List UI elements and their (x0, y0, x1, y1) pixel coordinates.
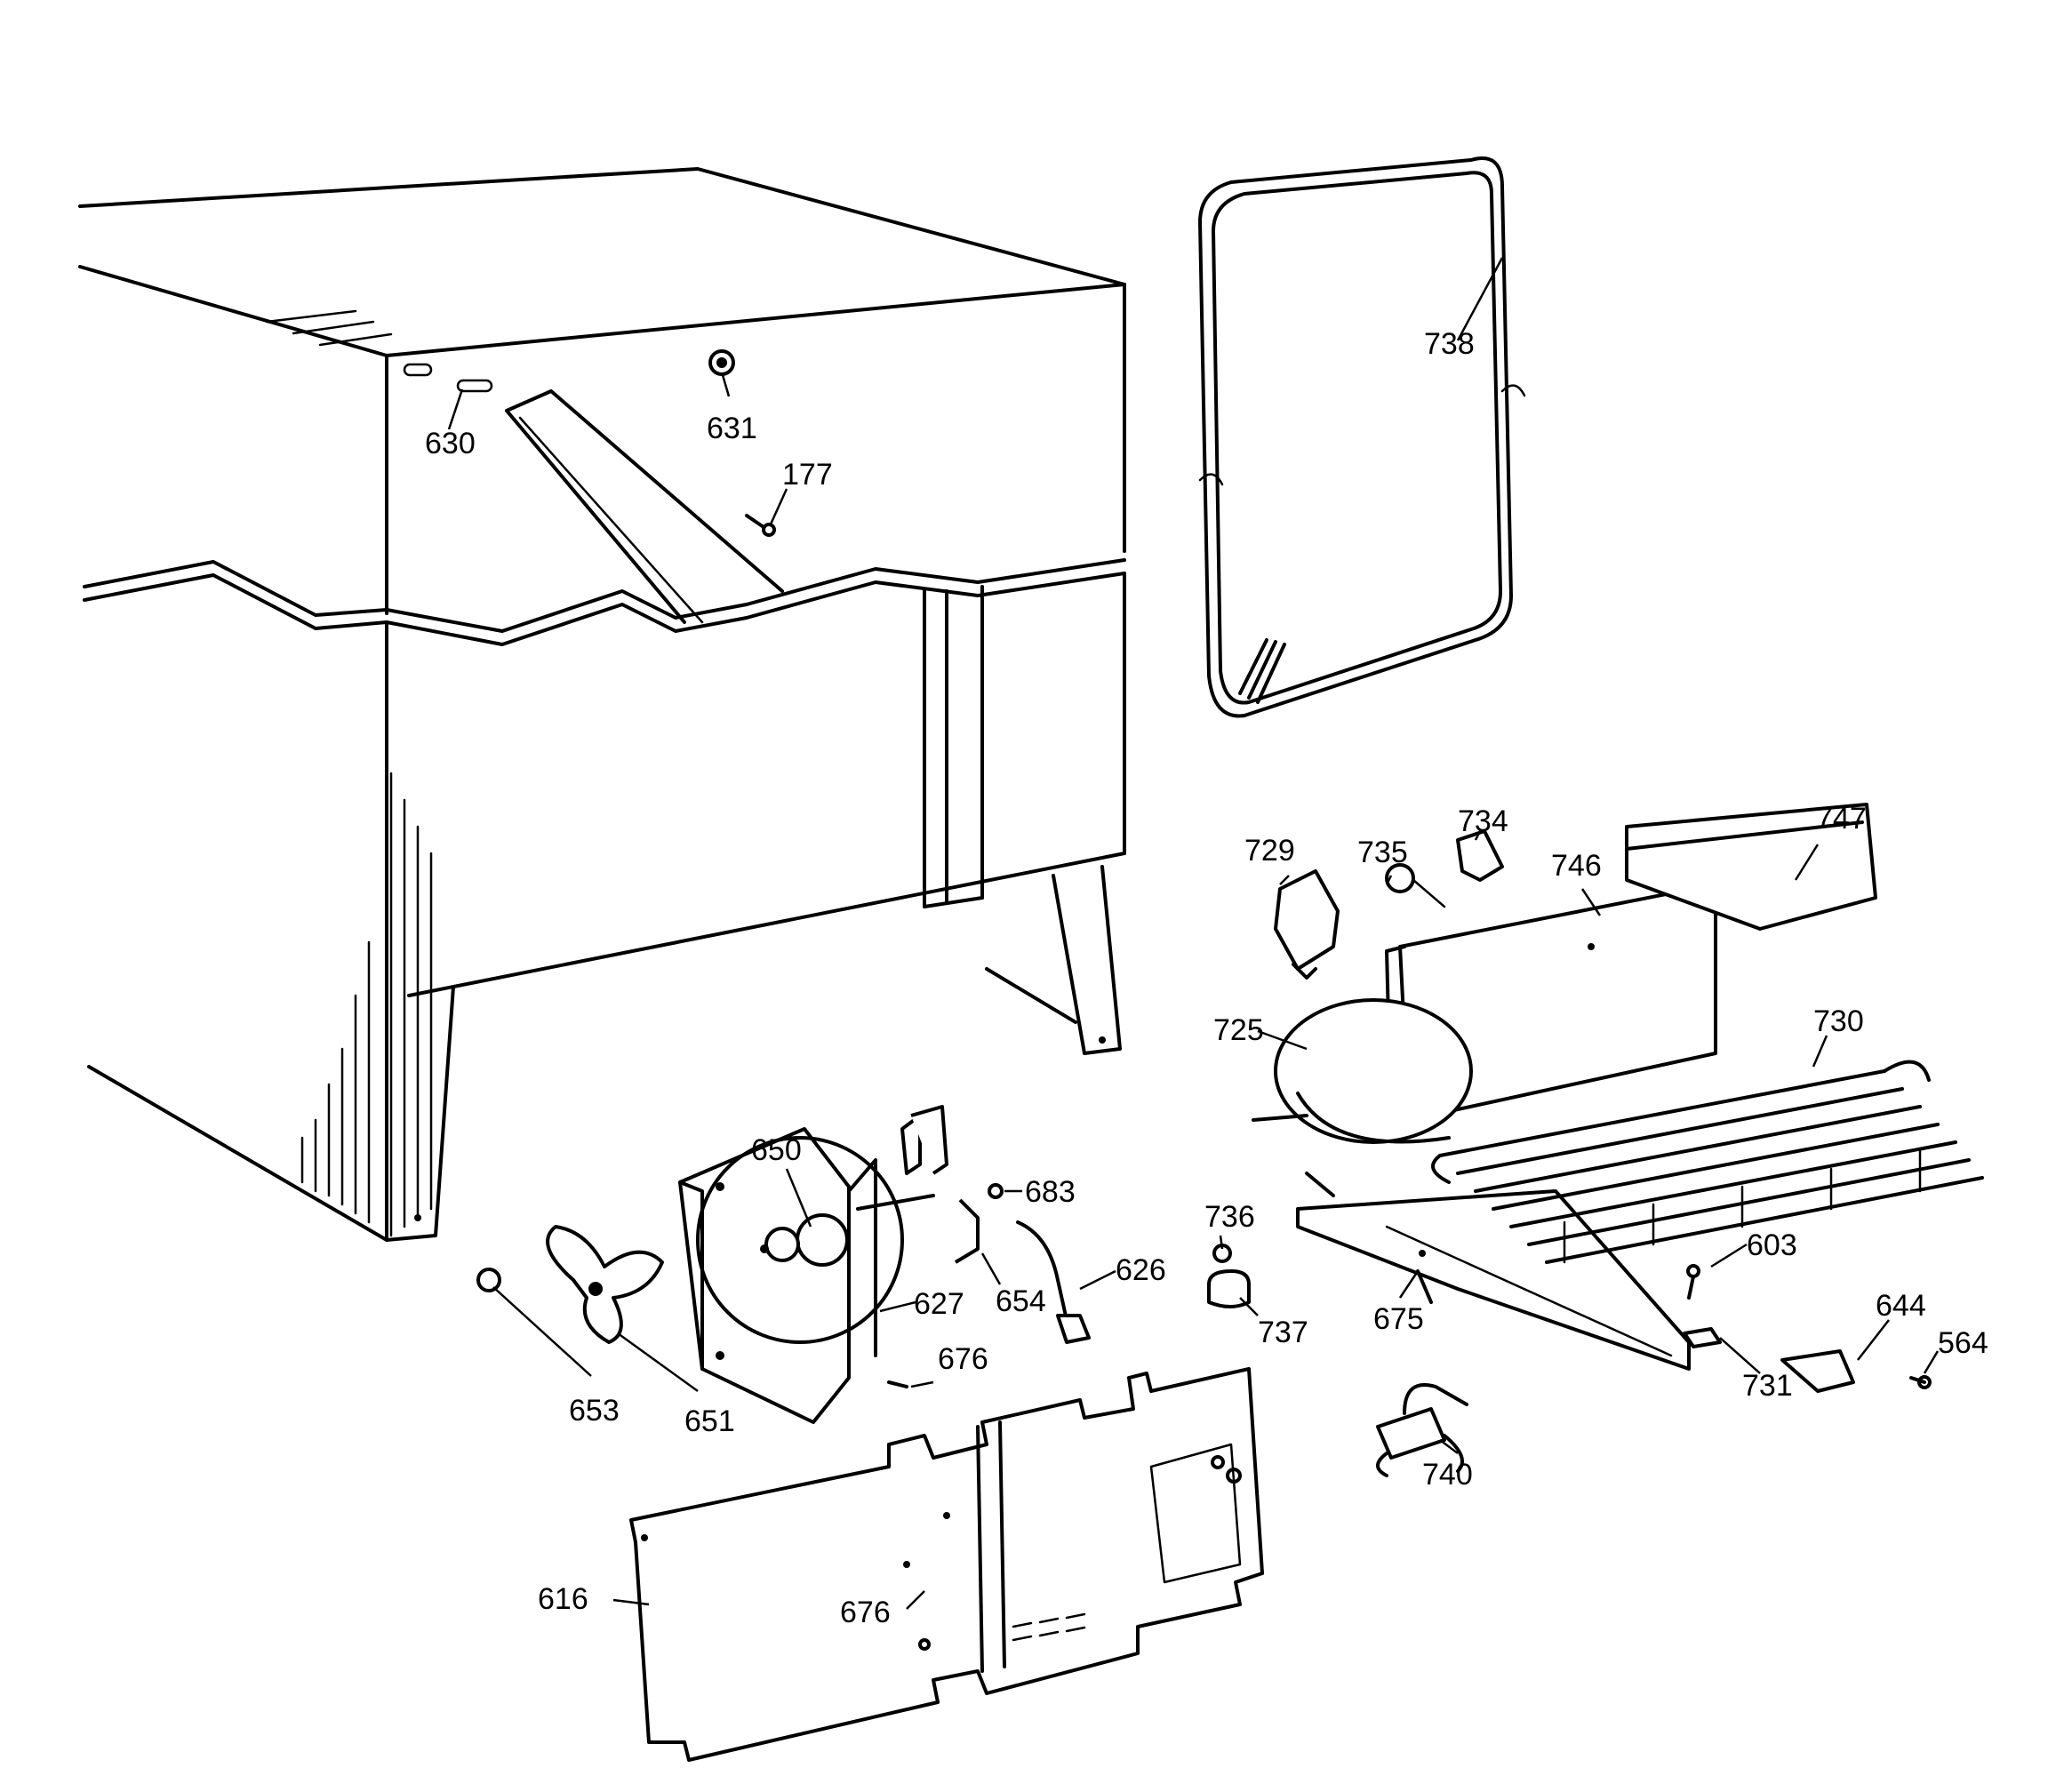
fan-motor-assembly (678, 1114, 935, 1424)
fan-blade (546, 1225, 664, 1344)
door-gasket (1198, 156, 1526, 718)
nut (476, 1268, 501, 1292)
callout-676: 676 (938, 1342, 988, 1376)
callout-651: 651 (684, 1404, 735, 1438)
wiring-harness (1376, 1383, 1468, 1477)
callout-730: 730 (1813, 1004, 1864, 1038)
callout-683: 683 (1025, 1175, 1076, 1209)
callout-177: 177 (782, 458, 833, 492)
callout-725: 725 (1213, 1013, 1264, 1047)
callout-676-lower: 676 (840, 1596, 891, 1629)
callout-564: 564 (1938, 1326, 1988, 1360)
refrigerator-cabinet (78, 167, 1126, 1242)
callout-746: 746 (1551, 849, 1602, 883)
callout-675: 675 (1373, 1302, 1424, 1336)
bracket-tray (1625, 803, 1877, 931)
callout-747: 747 (1816, 802, 1867, 836)
callout-729: 729 (1244, 834, 1295, 868)
callout-654: 654 (996, 1284, 1046, 1318)
callout-627: 627 (914, 1287, 964, 1321)
callout-630: 630 (425, 427, 476, 460)
callout-737: 737 (1258, 1316, 1308, 1349)
bracket-parts (887, 1105, 1091, 1388)
callout-626: 626 (1116, 1253, 1166, 1287)
callout-603: 603 (1747, 1228, 1797, 1262)
callout-616: 616 (538, 1582, 588, 1616)
condenser-coil (1431, 1060, 1984, 1264)
small-hardware (1207, 1244, 1932, 1393)
callout-736: 736 (1204, 1200, 1255, 1234)
callout-653: 653 (569, 1394, 620, 1428)
compressor (1252, 998, 1473, 1197)
callout-labels: 738 630 631 177 729 735 734 746 747 725 … (425, 327, 1988, 1629)
leader-lines (447, 257, 1940, 1610)
callout-650: 650 (751, 1133, 802, 1167)
callout-738: 738 (1424, 327, 1475, 361)
callout-644: 644 (1876, 1289, 1926, 1323)
callout-631: 631 (707, 412, 757, 445)
callout-735: 735 (1357, 836, 1408, 869)
callout-734: 734 (1458, 804, 1508, 838)
control-parts (1274, 829, 1504, 980)
access-cover-panel (629, 1367, 1264, 1762)
callout-731: 731 (1742, 1369, 1793, 1403)
callout-740: 740 (1422, 1458, 1473, 1492)
compressor-base-plate (1296, 1189, 1691, 1371)
